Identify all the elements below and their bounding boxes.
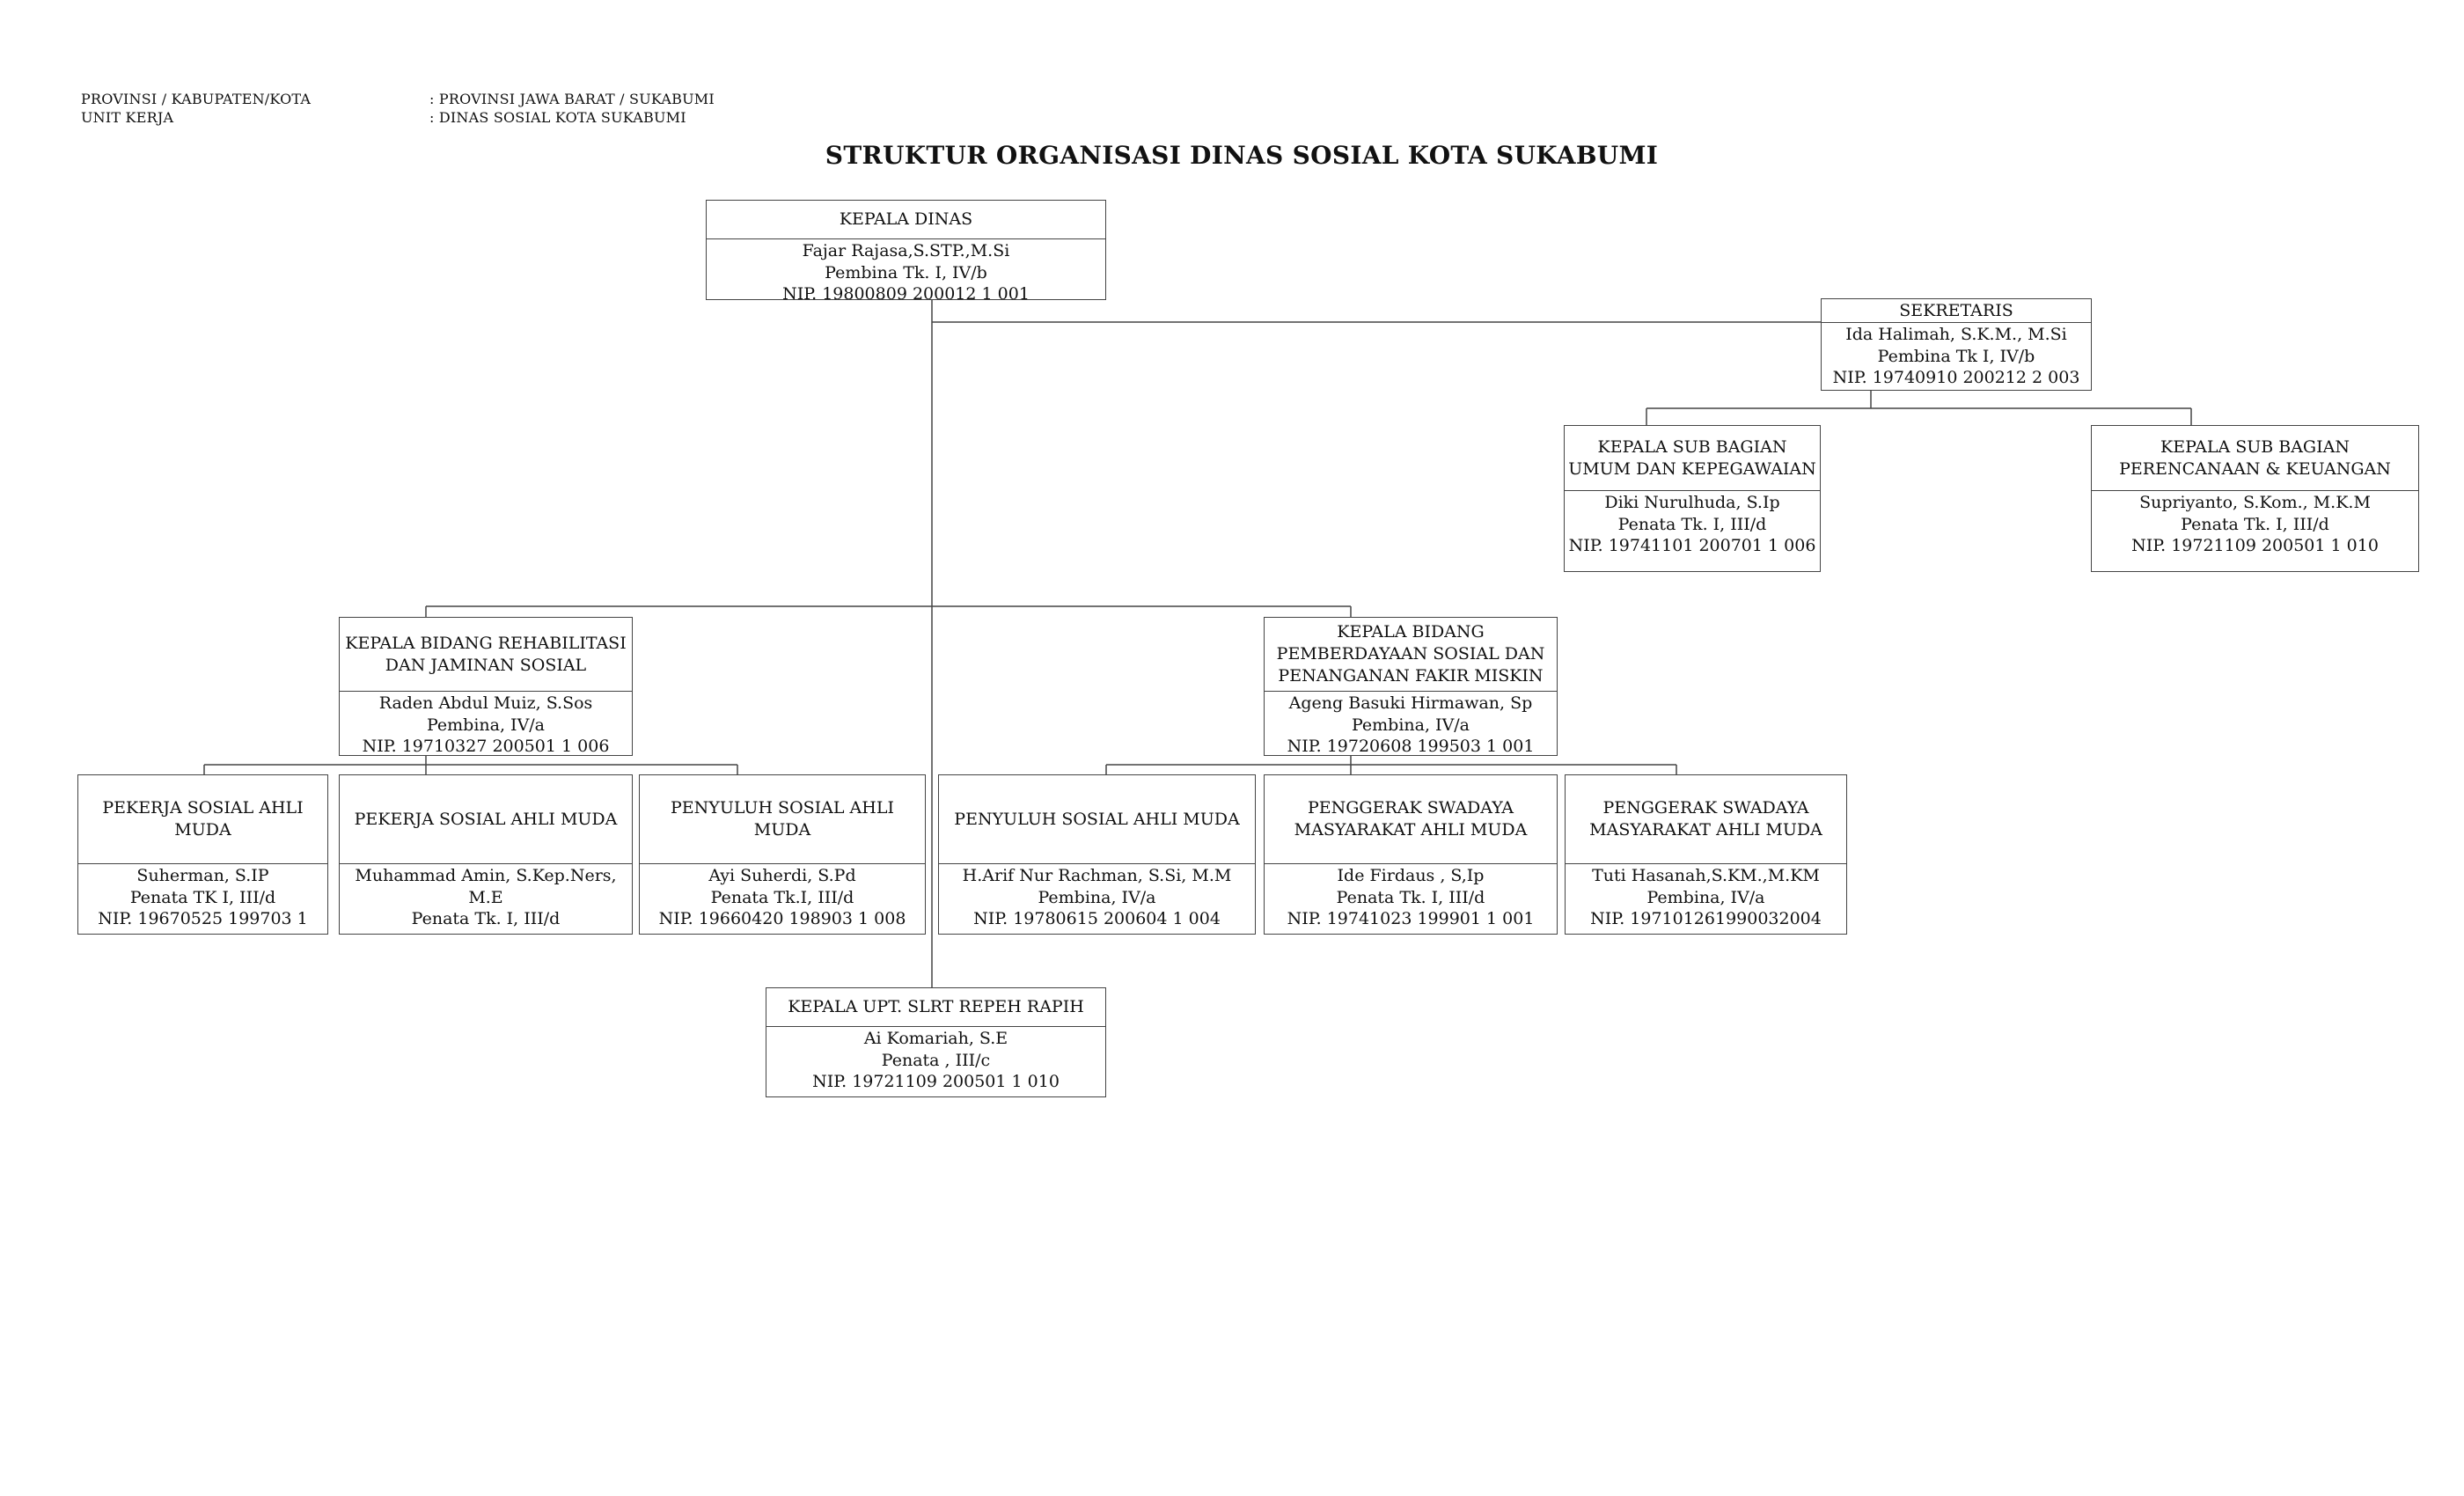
person-info: Tuti Hasanah,S.KM.,M.KM Pembina, IV/a NI… xyxy=(1566,864,1846,934)
box-penggerak-swadaya-1: PENGGERAK SWADAYA MASYARAKAT AHLI MUDA I… xyxy=(1264,774,1558,935)
box-kasubag-umum: KEPALA SUB BAGIAN UMUM DAN KEPEGAWAIAN D… xyxy=(1564,425,1821,572)
person-name: Raden Abdul Muiz, S.Sos xyxy=(378,693,593,713)
person-info: Ida Halimah, S.K.M., M.Si Pembina Tk I, … xyxy=(1822,323,2091,390)
person-nip: NIP. 19660420 198903 1 008 xyxy=(658,909,906,928)
person-rank: Penata Tk. I, III/d xyxy=(2181,514,2329,534)
person-rank: Penata Tk. I, III/d xyxy=(1617,514,1767,534)
person-rank: Penata , III/c xyxy=(881,1050,991,1070)
person-name: Ida Halimah, S.K.M., M.Si xyxy=(1845,325,2067,344)
person-info: Diki Nurulhuda, S.Ip Penata Tk. I, III/d… xyxy=(1565,491,1820,571)
person-name: Tuti Hasanah,S.KM.,M.KM xyxy=(1592,866,1820,885)
person-rank: Pembina, IV/a xyxy=(1646,887,1765,907)
box-penggerak-swadaya-2: PENGGERAK SWADAYA MASYARAKAT AHLI MUDA T… xyxy=(1565,774,1847,935)
box-pekerja-sosial-1: PEKERJA SOSIAL AHLI MUDA Suherman, S.IP … xyxy=(77,774,328,935)
box-kasubag-keuangan: KEPALA SUB BAGIAN PERENCANAAN & KEUANGAN… xyxy=(2091,425,2419,572)
person-info: Ayi Suherdi, S.Pd Penata Tk.I, III/d NIP… xyxy=(640,864,925,934)
position-title: PENYULUH SOSIAL AHLI MUDA xyxy=(939,775,1255,864)
person-nip: NIP. 19740910 200212 2 003 xyxy=(1832,368,2080,387)
position-title: PENYULUH SOSIAL AHLI MUDA xyxy=(640,775,925,864)
box-sekretaris: SEKRETARIS Ida Halimah, S.K.M., M.Si Pem… xyxy=(1821,298,2092,391)
person-nip: NIP. 19721109 200501 1 010 xyxy=(2131,536,2379,555)
unit-value: : DINAS SOSIAL KOTA SUKABUMI xyxy=(429,109,686,126)
person-nip: NIP. 19670525 199703 1 xyxy=(98,909,308,928)
page-title: STRUKTUR ORGANISASI DINAS SOSIAL KOTA SU… xyxy=(825,141,1659,170)
person-name: Ageng Basuki Hirmawan, Sp xyxy=(1288,693,1533,713)
person-info: Supriyanto, S.Kom., M.K.M Penata Tk. I, … xyxy=(2092,491,2418,571)
person-info: Fajar Rajasa,S.STP.,M.Si Pembina Tk. I, … xyxy=(707,239,1105,299)
person-name: Ide Firdaus , S,Ip xyxy=(1337,866,1485,885)
box-penyuluh-sosial-1: PENYULUH SOSIAL AHLI MUDA Ayi Suherdi, S… xyxy=(639,774,926,935)
person-info: Ai Komariah, S.E Penata , III/c NIP. 197… xyxy=(766,1027,1105,1096)
position-title: SEKRETARIS xyxy=(1822,299,2091,323)
position-title: KEPALA BIDANG PEMBERDAYAAN SOSIAL DAN PE… xyxy=(1265,618,1557,692)
person-info: Raden Abdul Muiz, S.Sos Pembina, IV/a NI… xyxy=(340,692,632,755)
person-nip: NIP. 19721109 200501 1 010 xyxy=(812,1072,1060,1091)
person-info: Muhammad Amin, S.Kep.Ners, M.E Penata Tk… xyxy=(340,864,632,934)
person-rank: Pembina, IV/a xyxy=(1038,887,1156,907)
person-rank: Pembina Tk I, IV/b xyxy=(1877,346,2035,366)
person-rank: Penata Tk. I, III/d xyxy=(1336,887,1485,907)
position-title: KEPALA UPT. SLRT REPEH RAPIH xyxy=(766,988,1105,1027)
box-kepala-upt: KEPALA UPT. SLRT REPEH RAPIH Ai Komariah… xyxy=(766,987,1106,1097)
person-rank: Penata TK I, III/d xyxy=(129,887,276,907)
box-kepala-dinas: KEPALA DINAS Fajar Rajasa,S.STP.,M.Si Pe… xyxy=(706,200,1106,300)
person-name: Supriyanto, S.Kom., M.K.M xyxy=(2139,493,2371,512)
person-nip: NIP. 197101261990032004 xyxy=(1590,909,1822,928)
person-nip: NIP. 19720608 199503 1 001 xyxy=(1287,737,1535,755)
person-nip: NIP. 19800809 200012 1 001 xyxy=(782,284,1030,299)
person-info: Suherman, S.IP Penata TK I, III/d NIP. 1… xyxy=(78,864,327,934)
person-name: Ayi Suherdi, S.Pd xyxy=(708,866,856,885)
position-title: KEPALA BIDANG REHABILITASI DAN JAMINAN S… xyxy=(340,618,632,692)
person-info: Ageng Basuki Hirmawan, Sp Pembina, IV/a … xyxy=(1265,692,1557,755)
position-title: PEKERJA SOSIAL AHLI MUDA xyxy=(78,775,327,864)
position-title: PEKERJA SOSIAL AHLI MUDA xyxy=(340,775,632,864)
person-rank: Pembina Tk. I, IV/b xyxy=(825,262,987,282)
province-value: : PROVINSI JAWA BARAT / SUKABUMI xyxy=(429,91,715,107)
person-nip: NIP. 19780615 200604 1 004 xyxy=(973,909,1221,928)
box-pekerja-sosial-2: PEKERJA SOSIAL AHLI MUDA Muhammad Amin, … xyxy=(339,774,633,935)
person-name: Muhammad Amin, S.Kep.Ners, M.E xyxy=(355,866,617,907)
box-kabid-rehabilitasi: KEPALA BIDANG REHABILITASI DAN JAMINAN S… xyxy=(339,617,633,756)
position-title: KEPALA SUB BAGIAN UMUM DAN KEPEGAWAIAN xyxy=(1565,426,1820,491)
person-info: H.Arif Nur Rachman, S.Si, M.M Pembina, I… xyxy=(939,864,1255,934)
person-name: Ai Komariah, S.E xyxy=(863,1029,1008,1048)
person-rank: Pembina, IV/a xyxy=(1351,715,1470,735)
person-nip: NIP. 19710327 200501 1 006 xyxy=(362,737,610,755)
person-name: Fajar Rajasa,S.STP.,M.Si xyxy=(802,241,1010,260)
province-label: PROVINSI / KABUPATEN/KOTA xyxy=(81,91,312,107)
position-title: KEPALA SUB BAGIAN PERENCANAAN & KEUANGAN xyxy=(2092,426,2418,491)
unit-label: UNIT KERJA xyxy=(81,109,174,126)
person-name: Suherman, S.IP xyxy=(136,866,269,885)
person-name: H.Arif Nur Rachman, S.Si, M.M xyxy=(962,866,1232,885)
person-rank: Penata Tk.I, III/d xyxy=(710,887,854,907)
box-penyuluh-sosial-2: PENYULUH SOSIAL AHLI MUDA H.Arif Nur Rac… xyxy=(938,774,1256,935)
person-name: Diki Nurulhuda, S.Ip xyxy=(1604,493,1780,512)
person-nip: NIP. 19741101 200701 1 006 xyxy=(1568,536,1816,555)
position-title: PENGGERAK SWADAYA MASYARAKAT AHLI MUDA xyxy=(1566,775,1846,864)
person-nip: NIP. 19741023 199901 1 001 xyxy=(1287,909,1535,928)
person-info: Ide Firdaus , S,Ip Penata Tk. I, III/d N… xyxy=(1265,864,1557,934)
person-rank: Pembina, IV/a xyxy=(426,715,546,735)
position-title: PENGGERAK SWADAYA MASYARAKAT AHLI MUDA xyxy=(1265,775,1557,864)
person-rank: Penata Tk. I, III/d xyxy=(411,909,561,928)
position-title: KEPALA DINAS xyxy=(707,201,1105,239)
box-kabid-pemberdayaan: KEPALA BIDANG PEMBERDAYAAN SOSIAL DAN PE… xyxy=(1264,617,1558,756)
